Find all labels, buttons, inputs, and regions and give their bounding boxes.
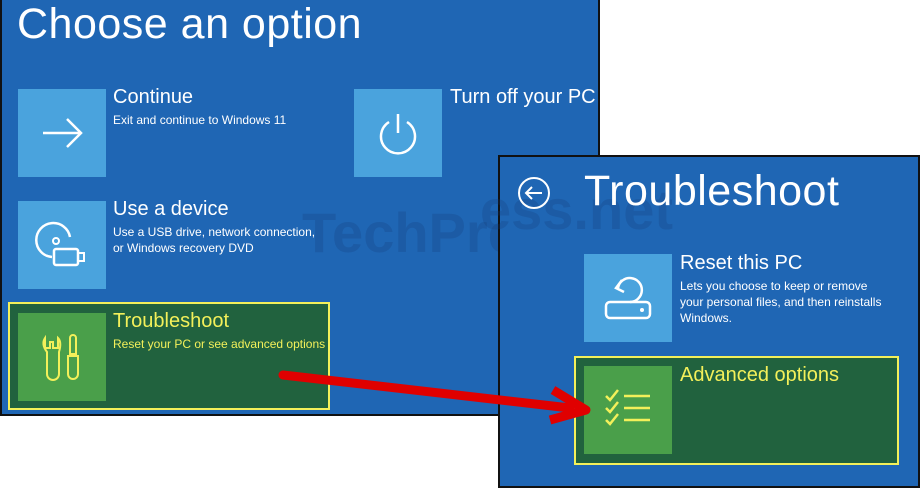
continue-desc: Exit and continue to Windows 11 — [113, 113, 287, 127]
turn-off-button[interactable] — [354, 89, 442, 177]
troubleshoot-label: Troubleshoot — [113, 310, 229, 332]
use-device-label: Use a device — [113, 198, 229, 220]
use-device-button[interactable] — [18, 201, 106, 289]
page-title: Choose an option — [17, 0, 363, 48]
reset-pc-button[interactable] — [584, 254, 672, 342]
power-icon — [379, 114, 417, 155]
turn-off-label: Turn off your PC — [450, 86, 596, 108]
troubleshoot-tile[interactable] — [18, 313, 106, 401]
advanced-options-label: Advanced options — [680, 364, 840, 386]
tools-icon — [42, 334, 79, 381]
continue-button[interactable] — [18, 89, 106, 177]
page-title: Troubleshoot — [584, 167, 840, 215]
continue-label: Continue — [113, 86, 194, 108]
arrow-right-icon — [43, 118, 83, 148]
troubleshoot-panel: ess.net Troubleshoot Reset this PC Lets … — [480, 155, 920, 488]
troubleshoot-desc: Reset your PC or see advanced options — [113, 337, 326, 351]
usb-disc-icon — [35, 221, 85, 267]
use-device-desc: Use a USB drive, network connection,or W… — [113, 225, 316, 255]
watermark-part: ess.net — [480, 178, 673, 241]
back-button[interactable] — [516, 175, 552, 211]
reset-pc-label: Reset this PC — [680, 252, 803, 274]
advanced-options-tile[interactable] — [584, 366, 672, 454]
reset-icon — [604, 276, 652, 320]
checklist-icon — [605, 389, 650, 426]
